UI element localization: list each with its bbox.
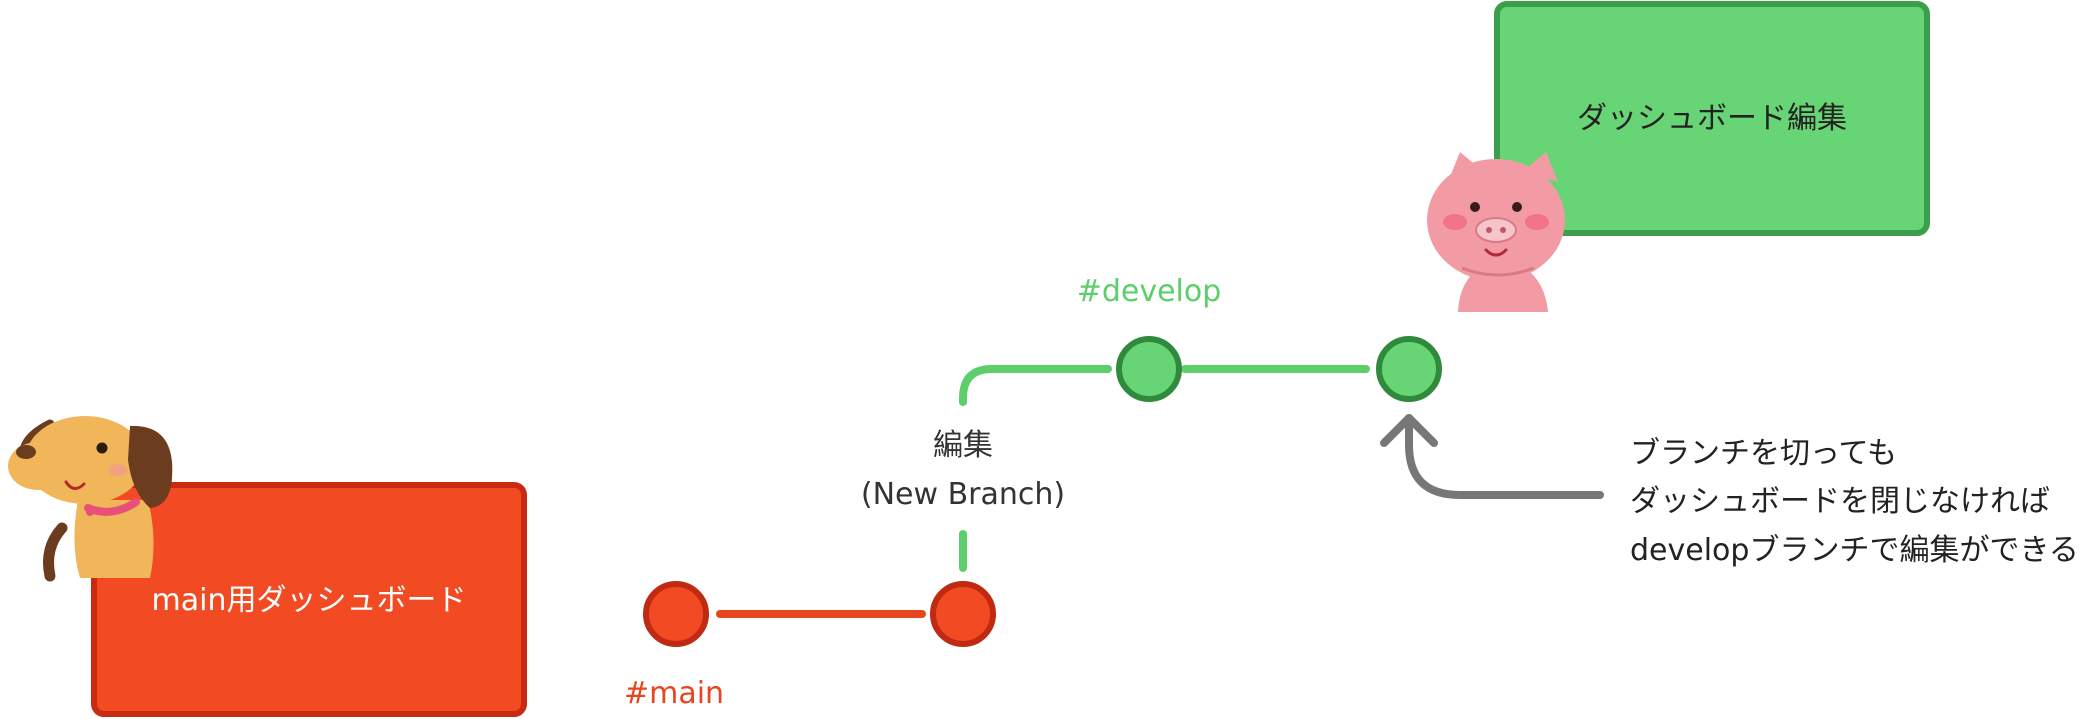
main-dashboard-box xyxy=(91,482,527,717)
develop-branch-line xyxy=(959,365,1112,406)
pig-illustration xyxy=(1427,152,1565,312)
branch-point-label-line2: (New Branch) xyxy=(861,477,1065,512)
develop-dashboard-label: ダッシュボード編集 xyxy=(1577,101,1847,136)
main-dashboard-label: main用ダッシュボード xyxy=(152,583,467,618)
branch-point-label-line1: 編集 xyxy=(933,428,993,463)
main-commit-2 xyxy=(930,581,996,647)
branch-label-develop: #develop xyxy=(1077,274,1222,309)
note-arrow xyxy=(1405,414,1604,499)
develop-dashboard-box xyxy=(1494,1,1930,236)
note-line1: ブランチを切っても xyxy=(1630,436,1897,471)
develop-commit-2 xyxy=(1376,336,1442,402)
note-line3: developブランチで編集ができる xyxy=(1630,533,2079,568)
dog-illustration xyxy=(8,416,173,582)
note-arrow-head xyxy=(1380,414,1438,447)
branch-label-main: #main xyxy=(624,676,724,711)
develop-commit-1 xyxy=(1116,336,1182,402)
main-commit-1 xyxy=(643,581,709,647)
note-line2: ダッシュボードを閉じなければ xyxy=(1630,484,2050,519)
